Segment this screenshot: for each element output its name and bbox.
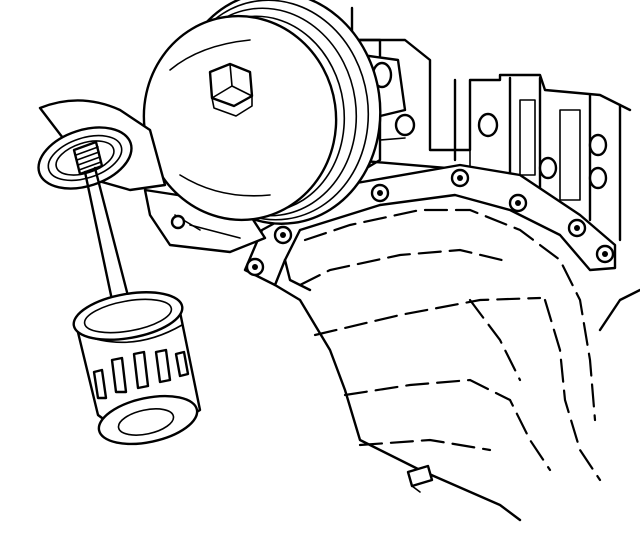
threaded-stud-icon [72, 140, 104, 176]
bolt-icon [273, 225, 293, 245]
alignment-lines [83, 166, 130, 302]
bolt-icon [567, 218, 587, 238]
bolt-icon [370, 183, 390, 203]
oil-filter-icon [72, 291, 202, 446]
bolt-icon [450, 168, 470, 188]
pulley-icon [142, 0, 382, 225]
bolt-icon [508, 193, 528, 213]
oil-filter-adapter [37, 99, 167, 192]
oil-filter [72, 291, 202, 446]
bolt-icon [245, 257, 265, 277]
hex-bolt-icon [208, 62, 254, 117]
bolt-icon [595, 244, 615, 264]
crankshaft-pulley [142, 0, 382, 225]
